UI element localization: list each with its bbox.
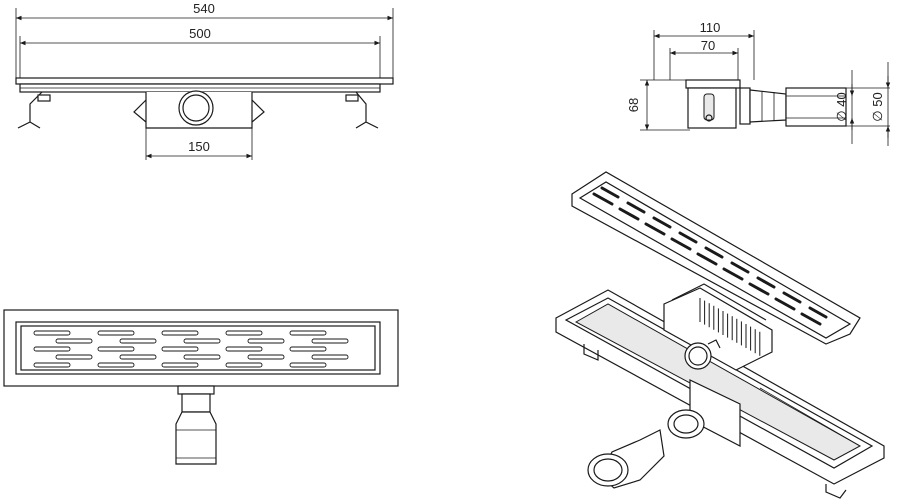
grate-slot (161, 362, 199, 368)
grate-slot (225, 346, 263, 352)
left-foot (17, 91, 43, 129)
iso-slot (592, 192, 614, 206)
outlet-neck (181, 393, 211, 413)
iso-slot (800, 312, 822, 326)
iso-grate-slots (592, 186, 828, 326)
iso-slot (670, 237, 692, 251)
iso-slot (782, 291, 802, 304)
grate-slot (247, 354, 285, 360)
top-view (3, 309, 399, 465)
grate-slot (161, 346, 199, 352)
iso-slot (644, 222, 666, 236)
side-view: 110 70 68 ∅ 40 ∅ 50 (626, 20, 891, 146)
grate-slot (289, 346, 327, 352)
grate-slot (33, 330, 71, 336)
iso-slot (730, 261, 750, 274)
iso-grate (571, 171, 861, 345)
grate-slot (183, 354, 221, 360)
iso-slot (774, 297, 796, 311)
grate-slot (311, 338, 349, 344)
grate-slot (55, 338, 93, 344)
dim-outlet-inner: ∅ 40 (834, 92, 849, 121)
trap-insert (703, 93, 715, 121)
grate-slot (225, 362, 263, 368)
outlet-flange (177, 385, 215, 395)
right-foot-screw (345, 94, 359, 102)
outlet-pipe-side (785, 87, 847, 127)
outlet-taper (749, 89, 787, 123)
dim-total-length: 540 (193, 1, 215, 16)
grate-slot (311, 354, 349, 360)
iso-slot (678, 231, 698, 244)
grate-slot (247, 338, 285, 344)
iso-foot-right (825, 484, 847, 499)
grate-slot (183, 338, 221, 344)
iso-slot (704, 246, 724, 259)
dim-height: 68 (626, 98, 641, 112)
grate-slot (33, 362, 71, 368)
grate-slot (97, 346, 135, 352)
iso-sump (689, 379, 741, 447)
iso-slot (756, 276, 776, 289)
outlet-pipe-front (178, 90, 214, 126)
isometric-view (555, 171, 885, 499)
grate-slot (289, 330, 327, 336)
grate-inner (20, 325, 376, 371)
grate-slots (33, 330, 349, 368)
iso-slot (748, 282, 770, 296)
left-foot-screw (37, 94, 51, 102)
iso-outlet-inner (667, 409, 705, 439)
grate-slot (97, 362, 135, 368)
right-foot (355, 91, 379, 129)
frame-top (15, 77, 394, 85)
iso-slot (808, 306, 828, 319)
dim-side-inner: 70 (701, 38, 715, 53)
iso-slot (696, 252, 718, 266)
iso-slot (600, 186, 620, 199)
grate-slot (55, 354, 93, 360)
iso-trap-comb (699, 298, 761, 356)
dim-outlet-outer: ∅ 50 (870, 92, 885, 121)
grate-slot (119, 354, 157, 360)
iso-slot (652, 216, 672, 229)
iso-slot (626, 201, 646, 214)
outlet-collar (739, 87, 751, 125)
grate-slot (33, 346, 71, 352)
dim-side-outer: 110 (700, 20, 721, 35)
outlet-pipe-top (175, 411, 217, 465)
grate-slot (161, 330, 199, 336)
dim-outlet-width: 150 (188, 139, 210, 154)
grate-slot (97, 330, 135, 336)
side-frame (685, 79, 741, 89)
grate-slot (289, 362, 327, 368)
iso-slot (722, 267, 744, 281)
iso-slot (618, 207, 640, 221)
grate-slot (119, 338, 157, 344)
front-view: 540 500 150 (15, 1, 394, 160)
iso-foot-left (583, 344, 599, 361)
grate-slot (225, 330, 263, 336)
dim-grate-length: 500 (189, 26, 211, 41)
